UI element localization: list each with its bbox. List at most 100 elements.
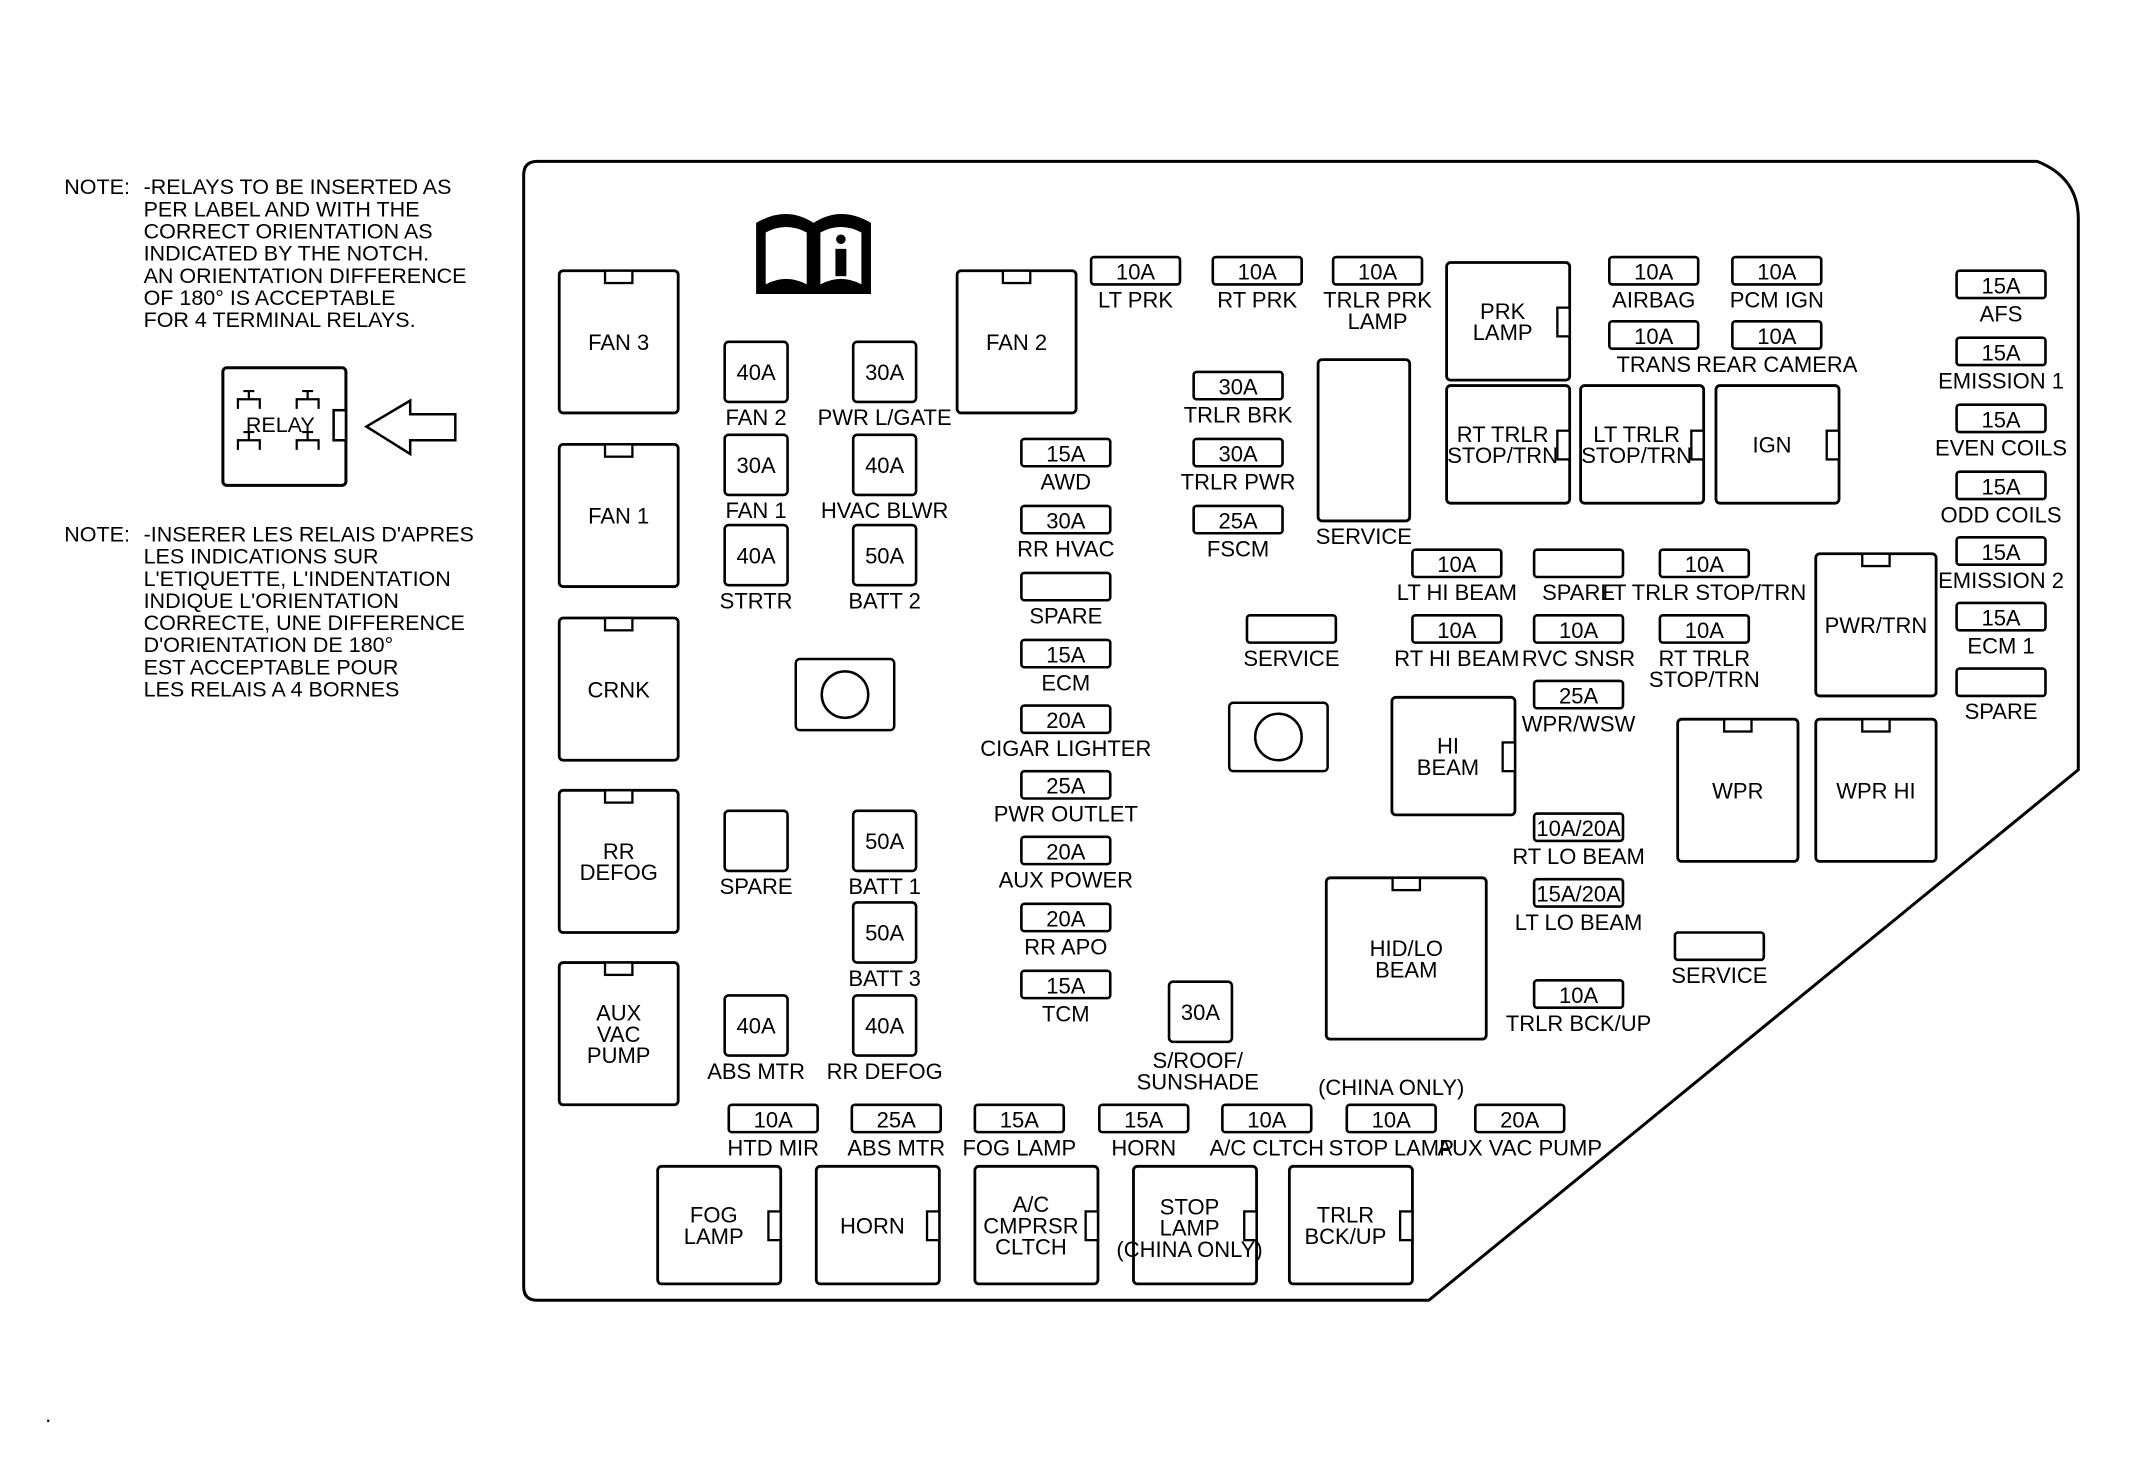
bolt-hole — [820, 670, 870, 720]
fuse-rating: 25A — [1046, 774, 1085, 799]
fuse-body — [973, 1103, 1066, 1134]
fuse-label: HVAC BLWR — [821, 498, 949, 523]
fuse-rating: 10A — [1372, 1107, 1411, 1132]
relay-notch — [1501, 741, 1517, 773]
fuse-body — [851, 433, 918, 497]
fuse-block-outline — [522, 159, 2080, 1302]
fuse-rating: 10A — [1358, 260, 1397, 285]
fuse-label: RT TRLR — [1658, 646, 1750, 671]
relay-aux-vac-pump: AUXVACPUMPAUX VAC PUMP — [557, 961, 680, 1107]
note-french-line: EST ACCEPTABLE POUR — [144, 655, 399, 679]
relay-hi-beam: HIBEAMHI BEAM — [1390, 695, 1517, 817]
fuse-label: TRLR PWR — [1181, 469, 1296, 494]
fuse-body — [1211, 255, 1303, 286]
relay-notch — [332, 408, 348, 442]
fuse-label: RR HVAC — [1017, 536, 1114, 561]
fuse-body — [1020, 571, 1112, 602]
fuse-label: EMISSION 1 — [1938, 368, 2064, 393]
fuse-label: AIRBAG — [1612, 288, 1695, 313]
fuse-label: SPARE — [1965, 699, 2038, 724]
fuse-rating: 10A — [1685, 618, 1724, 643]
fuse-rating: 50A — [865, 829, 904, 854]
fuse-rating: 10A — [1238, 260, 1277, 285]
fuse-label: RR APO — [1024, 934, 1107, 959]
fuse-label: TRANS — [1616, 352, 1691, 377]
fuse-label: PCM IGN — [1730, 288, 1824, 313]
fuse-body — [1020, 638, 1112, 669]
relay-notch — [1398, 1210, 1414, 1242]
fuse-body — [851, 809, 918, 873]
fuse-label: RVC SNSR — [1522, 646, 1635, 671]
fuse-rt-hi-beam: 10A RT HI BEAM — [1394, 613, 1519, 671]
mounting-bolt-hole — [794, 657, 896, 732]
fuse-body — [1608, 320, 1700, 350]
relay-notch — [1391, 876, 1422, 892]
fuse-label: ABS MTR — [707, 1059, 805, 1084]
relay-body — [1316, 358, 1412, 523]
relay-note: (CHINA ONLY) — [1116, 1237, 1262, 1262]
fuse-service: SERVICE — [1671, 931, 1767, 988]
footer-mark: . — [45, 1402, 51, 1427]
fuse-body — [1020, 504, 1112, 535]
relay-orientation-illustration: RELAY — [221, 366, 457, 487]
relay-notch — [603, 269, 634, 285]
fuse-label: RT HI BEAM — [1394, 646, 1519, 671]
relay-notch — [1723, 718, 1753, 733]
fuse-spare: SPARE — [1955, 667, 2047, 724]
relay-notch — [925, 1210, 941, 1242]
fuse-rating: 40A — [737, 1014, 776, 1039]
fuse-label: LAMP — [1348, 309, 1408, 334]
fuse-rating: 50A — [865, 543, 904, 568]
fuse-body — [723, 523, 789, 587]
fuse-batt-1: 50A BATT 1 — [848, 809, 921, 899]
relay-label: STOP/TRN — [1447, 443, 1558, 468]
relay-fan-1: FAN 1FAN 1 — [557, 442, 680, 588]
fuse-label: SERVICE — [1671, 963, 1767, 988]
fuse-label: ECM — [1041, 670, 1090, 695]
fuse-rating: 10A — [1437, 618, 1476, 643]
fuse-body — [851, 523, 918, 587]
relay-label: RELAY — [246, 413, 315, 437]
relay-notch — [1861, 718, 1891, 733]
fuse-body — [723, 809, 789, 873]
relay-terminal-symbol — [236, 389, 261, 409]
fuse-label: BATT 1 — [848, 874, 921, 899]
fuse-body — [1658, 613, 1751, 644]
fuse-rating: 10A — [1559, 618, 1598, 643]
info-dot — [836, 234, 846, 245]
info-stem — [835, 248, 847, 277]
fuse-label: LT HI BEAM — [1397, 580, 1517, 605]
relay-label: STOP — [1160, 1195, 1220, 1220]
fuse-rating: 10A — [1116, 260, 1155, 285]
fuse-body — [1658, 548, 1751, 579]
fuse-abs-mtr: 40A ABS MTR — [707, 994, 805, 1084]
relay-label: AUX — [596, 1001, 642, 1026]
fuse-rating: 10A/20A — [1536, 816, 1621, 841]
fuse-body — [1532, 679, 1625, 710]
fuse-label: TRLR PRK — [1323, 288, 1432, 313]
relay-notch — [1690, 429, 1705, 461]
note-french-line: L'ETIQUETTE, L'INDENTATION — [144, 567, 451, 591]
bolt-hole — [1253, 712, 1303, 762]
fuse-body — [1331, 255, 1424, 286]
fuse-body — [1098, 1103, 1190, 1134]
fuse-body — [1731, 255, 1823, 286]
fuse-body — [850, 1103, 943, 1134]
note-french-line: -INSERER LES RELAIS D'APRES — [144, 522, 474, 546]
